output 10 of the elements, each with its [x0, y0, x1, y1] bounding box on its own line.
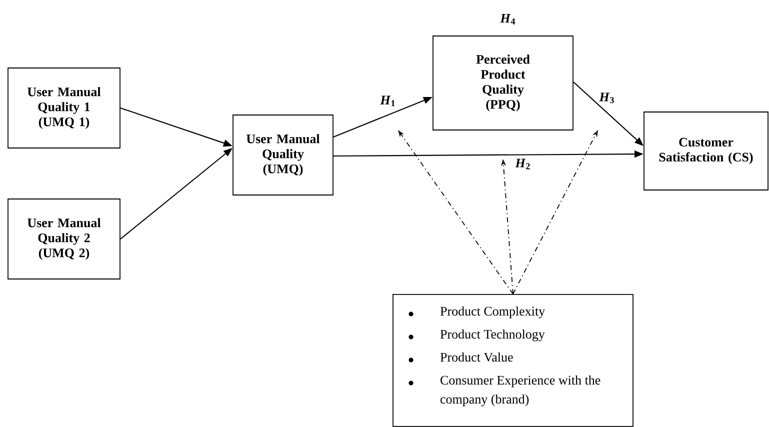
hypothesis-label: H$_{1}$ [380, 96, 395, 106]
hypothesis-label: H$_{4}$ [500, 14, 516, 24]
hypothesis-label: H$_{3}$ [599, 92, 614, 104]
hypothesis-label: H$_{2}$ [515, 158, 530, 170]
moderator-box: Product Complexity Product Technology Product Value Consumer Experience with the company (brand) [392, 294, 634, 427]
construct-box: Perceived Product Quality (PPQ) [432, 36, 574, 130]
construct-box: User Manual Quality (UMQ) [232, 114, 334, 196]
construct-box: User Manual Quality 1 (UMQ 1) [8, 68, 120, 148]
construct-box: Customer Satisfaction (CS) [644, 112, 768, 190]
construct-box: User Manual Quality 2 (UMQ 2) [8, 198, 120, 280]
